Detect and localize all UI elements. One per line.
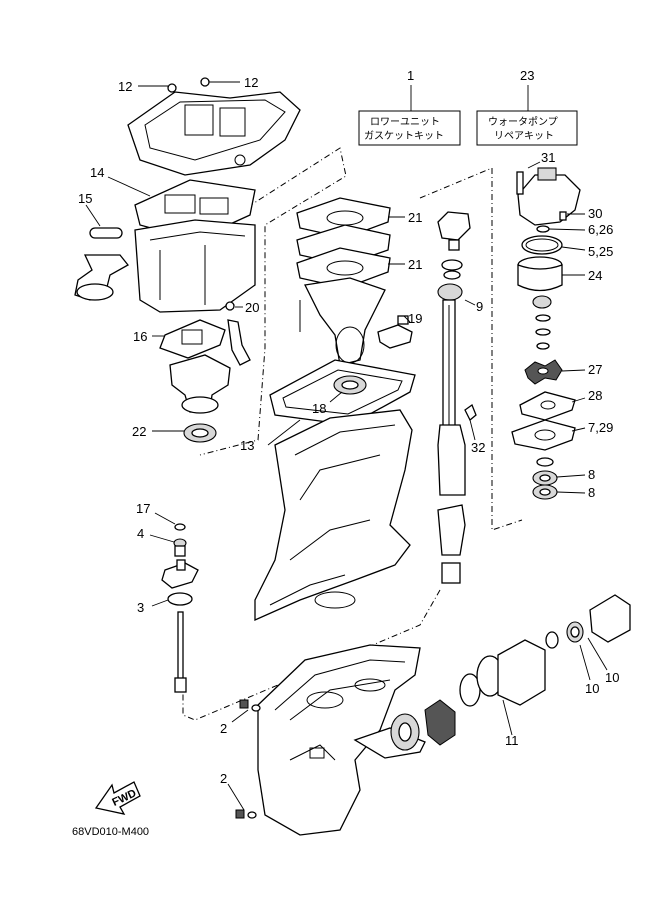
exhaust-manifold <box>169 354 231 414</box>
callout-12a: 12 <box>118 79 132 94</box>
seal-22 <box>183 423 217 443</box>
callout-20: 20 <box>245 300 259 315</box>
fwd-label: FWD <box>110 787 138 808</box>
callout-6-26: 6,26 <box>588 222 613 237</box>
callout-11: 11 <box>505 733 519 748</box>
callout-8b: 8 <box>588 485 595 500</box>
oring-3 <box>167 592 193 606</box>
callout-28: 28 <box>588 388 602 403</box>
oil-seal-18 <box>333 375 367 395</box>
callout-17: 17 <box>136 501 150 516</box>
upper-casing-plate <box>127 77 301 176</box>
outer-plate-28 <box>519 391 576 421</box>
callout-31: 31 <box>541 150 555 165</box>
callout-9: 9 <box>476 299 483 314</box>
oring-5-25 <box>521 235 563 255</box>
fwd-arrow-icon: FWD <box>94 781 141 815</box>
casing-block <box>134 219 256 313</box>
callout-4: 4 <box>137 526 144 541</box>
callout-24: 24 <box>588 268 602 283</box>
callout-2a: 2 <box>220 721 227 736</box>
callout-22: 22 <box>132 424 146 439</box>
drive-shaft-parts <box>437 211 471 584</box>
bolt-2a <box>239 699 261 712</box>
water-pump-housing <box>516 167 581 226</box>
callout-1: 1 <box>407 68 414 83</box>
gasket-16 <box>159 319 226 359</box>
callout-5-25: 5,25 <box>588 244 613 259</box>
pin-30 <box>559 211 567 221</box>
callout-2b: 2 <box>220 771 227 786</box>
gasket-7-29 <box>511 419 576 451</box>
lower-unit-kit-label-2: ガスケットキット <box>364 130 444 142</box>
water-pump-kit-label-2: リペアキット <box>494 131 554 142</box>
oring-17 <box>174 523 186 531</box>
callout-21a: 21 <box>408 210 422 225</box>
callout-16: 16 <box>133 329 147 344</box>
figure-code: 68VD010-M400 <box>72 826 149 838</box>
group-outline-shaft <box>419 167 523 531</box>
callout-13: 13 <box>240 438 254 453</box>
shift-rod-bracket <box>161 559 199 589</box>
water-pump-kit-label-1: ウォータポンプ <box>488 116 558 128</box>
callout-12b: 12 <box>244 75 258 90</box>
key-32 <box>464 403 477 422</box>
water-tube-bracket <box>74 254 129 301</box>
bolt-2b <box>235 809 257 819</box>
seal-15 <box>89 227 123 239</box>
bearing-seals-8 <box>532 457 558 500</box>
shift-rod <box>174 611 187 693</box>
insert-cartridge-24 <box>517 256 563 292</box>
lower-unit-kit-label-1: ロワーユニット <box>370 117 440 128</box>
callout-18: 18 <box>312 401 326 416</box>
upper-casing-housing <box>254 409 413 622</box>
group-outline-upper <box>199 147 347 456</box>
callout-23: 23 <box>520 68 534 83</box>
gasket-21b <box>296 247 391 289</box>
oring-20 <box>225 301 235 311</box>
callout-27: 27 <box>588 362 602 377</box>
bracket-19 <box>377 315 413 349</box>
callout-10a: 10 <box>585 681 599 696</box>
exhaust-guide <box>299 277 386 366</box>
callout-3: 3 <box>137 600 144 615</box>
callout-32: 32 <box>471 440 485 455</box>
bushing-4 <box>173 538 187 557</box>
lower-unit-gasket-kit-box: 1 ロワーユニット ガスケットキット <box>358 68 461 146</box>
propeller-shaft-parts <box>390 594 631 751</box>
impeller-27 <box>524 359 563 385</box>
callout-15: 15 <box>78 191 92 206</box>
pipe-elbow <box>227 319 251 366</box>
callout-30: 30 <box>588 206 602 221</box>
oring-6-26 <box>536 225 550 233</box>
callout-19: 19 <box>408 311 422 326</box>
water-pump-repair-kit-box: 23 ウォータポンプ リペアキット <box>476 68 578 146</box>
callout-8a: 8 <box>588 467 595 482</box>
group-outline-lower <box>182 589 441 721</box>
small-pump-parts <box>532 295 552 350</box>
callout-10b: 10 <box>605 670 619 685</box>
callout-7-29: 7,29 <box>588 420 613 435</box>
callout-21b: 21 <box>408 257 422 272</box>
callout-14: 14 <box>90 165 104 180</box>
